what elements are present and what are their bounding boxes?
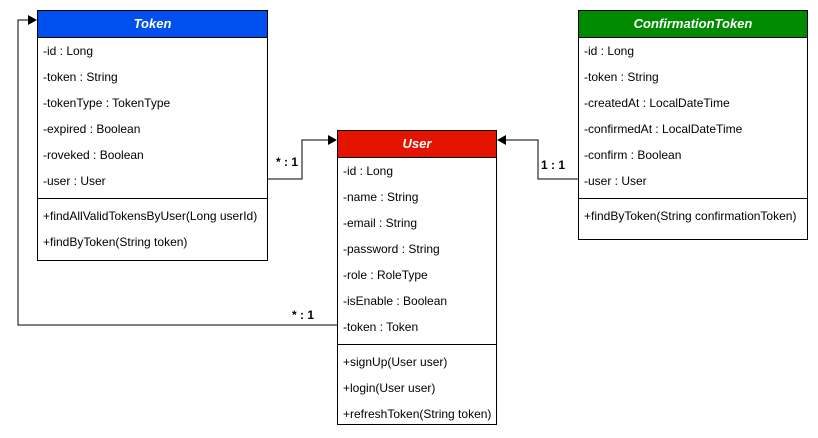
confirmation-separator <box>579 198 807 199</box>
token-methods: +findAllValidTokensByUser(Long userId) +… <box>38 203 267 255</box>
token-class[interactable]: Token -id : Long -token : String -tokenT… <box>37 10 268 261</box>
confirmation-attr-id: -id : Long <box>584 44 635 58</box>
token-attr-roveked: -roveked : Boolean <box>43 148 144 162</box>
user-attr-name: -name : String <box>343 190 419 204</box>
user-method-refreshtoken: +refreshToken(String token) <box>343 407 492 421</box>
confirmation-attr-createdat: -createdAt : LocalDateTime <box>584 96 730 110</box>
confirmation-attr-token: -token : String <box>584 70 659 84</box>
user-attributes: -id : Long -name : String -email : Strin… <box>338 158 496 340</box>
token-user-connector <box>268 139 333 180</box>
confirmation-token-class-header: ConfirmationToken <box>579 11 807 38</box>
user-methods: +signUp(User user) +login(User user) +re… <box>338 349 496 427</box>
confirmation-attributes: -id : Long -token : String -createdAt : … <box>579 38 807 194</box>
token-class-header: Token <box>38 11 267 38</box>
user-attr-isenable: -isEnable : Boolean <box>343 294 448 308</box>
confirmation-attr-confirmedat: -confirmedAt : LocalDateTime <box>584 122 743 136</box>
user-method-login: +login(User user) <box>343 381 436 395</box>
multiplicity-user-token: * : 1 <box>292 308 315 322</box>
user-attr-token: -token : Token <box>343 320 419 334</box>
confirmation-attr-user: -user : User <box>584 174 647 188</box>
token-attr-expired: -expired : Boolean <box>43 122 141 136</box>
user-method-signup: +signUp(User user) <box>343 355 448 369</box>
confirmation-method-findbytoken: +findByToken(String confirmationToken) <box>584 209 797 223</box>
token-method-findbytoken: +findByToken(String token) <box>43 235 188 249</box>
token-attr-tokentype: -tokenType : TokenType <box>43 96 171 110</box>
user-attr-password: -password : String <box>343 242 440 256</box>
confirmation-attr-confirm: -confirm : Boolean <box>584 148 682 162</box>
user-attr-role: -role : RoleType <box>343 268 428 282</box>
token-method-findall: +findAllValidTokensByUser(Long userId) <box>43 209 258 223</box>
user-separator <box>338 344 496 345</box>
user-class[interactable]: User -id : Long -name : String -email : … <box>337 130 497 425</box>
confirmation-user-connector <box>501 139 578 180</box>
user-class-header: User <box>338 131 496 158</box>
multiplicity-token-user: * : 1 <box>276 155 299 169</box>
token-separator <box>38 198 267 199</box>
confirmation-token-class[interactable]: ConfirmationToken -id : Long -token : St… <box>578 10 808 240</box>
token-attr-user: -user : User <box>43 174 106 188</box>
arrowhead-confirmation-user <box>497 135 506 145</box>
arrowhead-token-user <box>328 135 337 145</box>
confirmation-methods: +findByToken(String confirmationToken) <box>579 203 807 229</box>
multiplicity-confirmation-user: 1 : 1 <box>541 158 566 172</box>
user-attr-id: -id : Long <box>343 164 394 178</box>
user-attr-email: -email : String <box>343 216 418 230</box>
token-attr-id: -id : Long <box>43 44 94 58</box>
token-attr-token: -token : String <box>43 70 118 84</box>
user-token-connector <box>17 19 337 326</box>
token-attributes: -id : Long -token : String -tokenType : … <box>38 38 267 194</box>
arrowhead-user-token <box>28 15 37 25</box>
